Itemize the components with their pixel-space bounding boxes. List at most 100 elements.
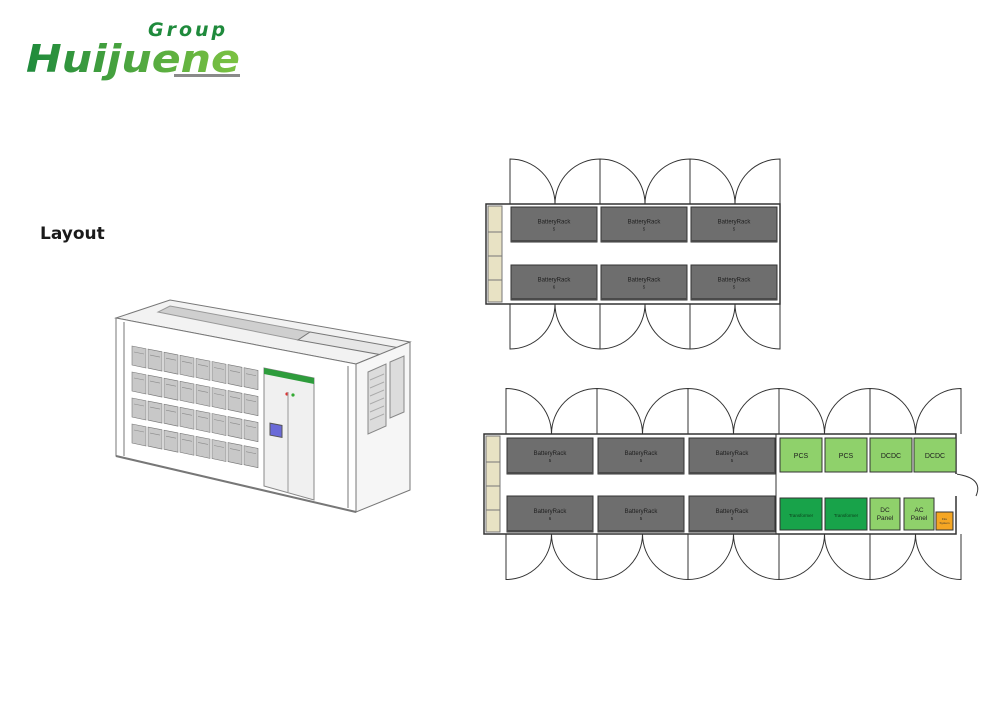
transformer-unit: Transformer	[779, 497, 823, 531]
battery-rack-label: BatteryRack	[625, 509, 659, 515]
fire-system-label-2: System	[939, 521, 950, 525]
battery-rack-count: 6	[549, 516, 552, 521]
ac-panel: AC Panel	[903, 497, 935, 531]
battery-cell	[195, 410, 211, 433]
battery-cell	[195, 436, 211, 459]
dc-panel: DC Panel	[869, 497, 901, 531]
ac-panel-label-1: AC	[914, 507, 923, 514]
door-swing	[869, 387, 962, 435]
dc-panel-label-1: DC	[880, 507, 890, 514]
battery-cell	[243, 445, 259, 469]
battery-rack-label: BatteryRack	[534, 509, 568, 515]
transformer-unit: Transformer	[824, 497, 868, 531]
battery-cell	[227, 416, 243, 439]
battery-cell	[163, 351, 179, 375]
battery-cell	[243, 393, 259, 417]
battery-rack-label: BatteryRack	[716, 509, 750, 515]
battery-rack-count: 5	[643, 227, 646, 232]
battery-cell	[179, 406, 195, 430]
battery-cell	[163, 403, 179, 427]
battery-cell	[211, 439, 227, 462]
container-illustration	[114, 299, 412, 513]
door-swing	[509, 303, 601, 350]
battery-cell	[179, 432, 195, 456]
pcs-unit: PCS	[824, 437, 868, 473]
battery-rack-label: BatteryRack	[718, 220, 752, 226]
power-unit-label: PCS	[839, 453, 854, 460]
battery-rack-count: 5	[731, 458, 734, 463]
logo-group-text: Group	[148, 19, 228, 41]
ac-panel-label-2: Panel	[911, 515, 928, 522]
battery-cell	[163, 377, 179, 401]
power-unit-label: DCDC	[881, 453, 901, 460]
battery-cell	[227, 442, 243, 465]
battery-cell	[195, 384, 211, 407]
battery-cell	[211, 361, 227, 384]
battery-rack-count: 5	[640, 516, 643, 521]
door-swing	[778, 533, 871, 581]
battery-rack-count: 5	[549, 458, 552, 463]
power-unit-label: PCS	[794, 453, 809, 460]
door-swing	[599, 303, 691, 350]
battery-cell	[163, 429, 179, 453]
battery-cell	[179, 354, 195, 378]
battery-rack-label: BatteryRack	[538, 278, 572, 284]
fire-system-label-1: Fire	[942, 517, 947, 521]
battery-cell	[147, 348, 163, 372]
battery-rack-label: BatteryRack	[718, 278, 752, 284]
battery-cell	[179, 380, 195, 404]
battery-cell	[243, 367, 259, 391]
company-logo: Group Huijuene	[26, 19, 240, 81]
dc-panel-label-2: Panel	[877, 515, 894, 522]
battery-rack-label: BatteryRack	[716, 451, 750, 457]
fire-system: Fire System	[935, 511, 954, 531]
battery-rack-count: 5	[640, 458, 643, 463]
door-swing	[689, 303, 781, 350]
door-swing	[596, 387, 689, 435]
pcs-unit: PCS	[779, 437, 823, 473]
battery-cell	[131, 423, 147, 447]
battery-cell	[211, 387, 227, 410]
battery-cell	[131, 397, 147, 421]
battery-cell	[227, 390, 243, 413]
transformer-label: Transformer	[834, 513, 859, 518]
battery-rack-label: BatteryRack	[625, 451, 659, 457]
door-swing	[687, 387, 780, 435]
battery-rack-label: BatteryRack	[538, 220, 572, 226]
door-swing	[689, 158, 781, 205]
battery-rack-count: 5	[731, 516, 734, 521]
door-swing	[509, 158, 601, 205]
door-swing	[505, 533, 598, 581]
door-swing	[687, 533, 780, 581]
battery-rack-label: BatteryRack	[628, 220, 662, 226]
transformer-label: Transformer	[789, 513, 814, 518]
battery-rack-count: 5	[733, 285, 736, 290]
battery-cell	[243, 419, 259, 443]
battery-cell	[147, 400, 163, 424]
battery-rack-label: BatteryRack	[534, 451, 568, 457]
battery-cell	[211, 413, 227, 436]
battery-rack-count: 5	[553, 227, 556, 232]
battery-cell	[227, 364, 243, 387]
battery-rack-label: BatteryRack	[628, 278, 662, 284]
battery-cell	[147, 426, 163, 450]
battery-rack-count: 5	[643, 285, 646, 290]
battery-rack-count: 6	[553, 285, 556, 290]
door-swing	[505, 387, 598, 435]
door-swing	[778, 387, 871, 435]
battery-cell	[131, 371, 147, 395]
door-swing	[869, 533, 962, 581]
